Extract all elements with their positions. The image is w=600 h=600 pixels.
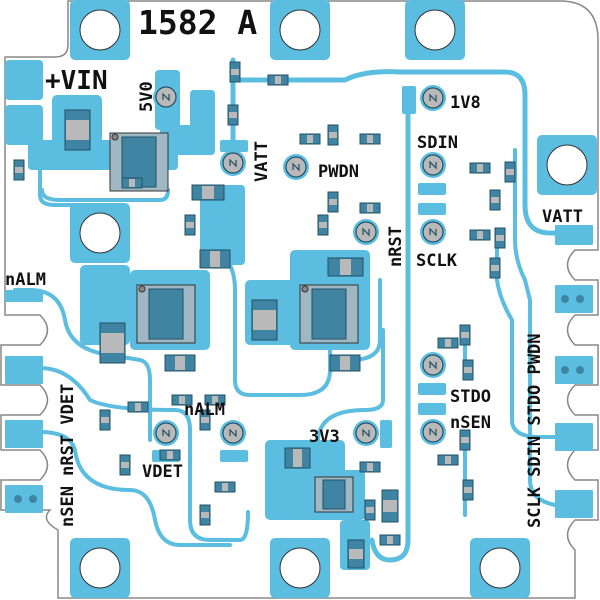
label-stdo: STDO — [450, 387, 491, 407]
resistor — [494, 227, 506, 249]
resistor — [199, 504, 211, 526]
test-point-icon — [283, 154, 309, 180]
resistor — [459, 429, 471, 451]
test-point-icon — [420, 419, 446, 445]
resistor — [171, 394, 193, 406]
label-3v3: 3V3 — [309, 427, 340, 447]
resistor — [359, 202, 381, 214]
resistor — [359, 461, 381, 473]
resistor — [459, 324, 471, 346]
resistor — [119, 454, 131, 476]
resistor — [214, 481, 236, 493]
label-right-edge: SCLK SDIN STDO PWDN — [525, 334, 545, 528]
resistor — [437, 454, 459, 466]
resistor — [327, 191, 339, 213]
resistor — [359, 133, 381, 145]
label-pwdn: PWDN — [318, 162, 359, 182]
resistor — [364, 499, 376, 521]
passive-components — [64, 109, 399, 569]
label-sclk: SCLK — [416, 251, 458, 271]
resistor — [469, 162, 491, 174]
silkscreen-labels: 1582 A +VIN 5V0 VATT PWDN nRST 1V8 SDIN … — [5, 3, 583, 528]
resistor — [267, 74, 289, 86]
test-point-icon — [353, 420, 379, 446]
resistor — [469, 229, 491, 241]
resistor — [489, 189, 501, 211]
test-point-icon — [353, 219, 379, 245]
label-vdet: VDET — [142, 462, 183, 482]
label-vatt-right: VATT — [542, 207, 583, 227]
resistor — [227, 104, 239, 126]
label-nalm-left: nALM — [5, 270, 46, 290]
test-point-icon — [420, 152, 446, 178]
board-title: 1582 A — [138, 3, 257, 42]
test-point-icon — [420, 352, 446, 378]
test-point-icon — [220, 420, 246, 446]
resistor — [462, 479, 474, 501]
resistor — [437, 337, 459, 349]
label-vin: +VIN — [45, 66, 108, 96]
resistor — [121, 177, 143, 189]
resistor — [99, 409, 111, 431]
resistor — [462, 359, 474, 381]
label-sdin: SDIN — [417, 133, 458, 153]
resistor — [184, 214, 196, 236]
resistor — [299, 133, 321, 145]
test-point-icon — [420, 85, 446, 111]
small-resistors — [13, 61, 516, 546]
label-5v0: 5V0 — [137, 81, 157, 112]
resistor — [199, 409, 211, 431]
label-nrst: nRST — [386, 226, 406, 267]
label-left-edge: nSEN nRST VDET — [58, 384, 78, 527]
test-points — [153, 84, 446, 446]
test-point-icon — [153, 420, 179, 446]
test-point-icon — [420, 219, 446, 245]
resistor — [379, 534, 401, 546]
test-point-icon — [220, 150, 246, 176]
ic-packages — [109, 132, 359, 513]
label-nsen: nSEN — [450, 413, 491, 433]
resistor — [127, 401, 149, 413]
resistor — [229, 61, 241, 83]
label-nalm: nALM — [184, 400, 225, 420]
resistor — [504, 161, 516, 183]
resistor — [327, 124, 339, 146]
label-1v8: 1V8 — [450, 93, 481, 113]
label-vatt-top: VATT — [252, 141, 272, 182]
resistor — [489, 257, 501, 279]
resistor — [13, 159, 25, 181]
mounting-pads — [70, 0, 597, 598]
test-point-icon — [153, 84, 179, 110]
resistor — [204, 394, 226, 406]
resistor — [159, 449, 181, 461]
resistor — [317, 214, 329, 236]
